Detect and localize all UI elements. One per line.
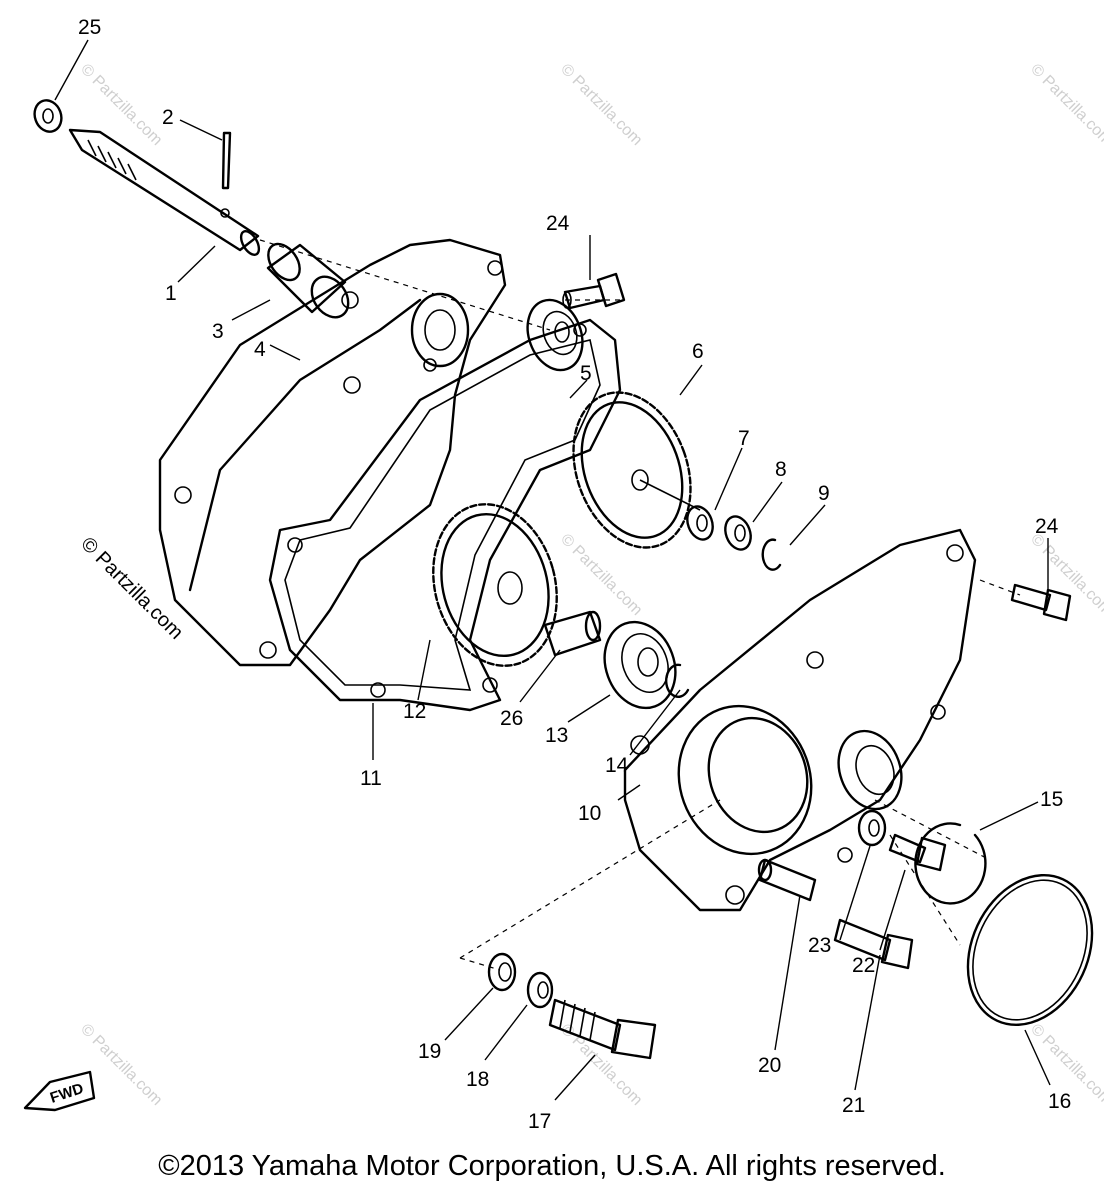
callout-19: 19	[418, 1040, 441, 1063]
copyright-notice: ©2013 Yamaha Motor Corporation, U.S.A. A…	[158, 1150, 946, 1182]
gear-6	[572, 391, 701, 549]
watermark-2: © Partzilla.com	[557, 61, 645, 149]
bolt-17	[548, 998, 657, 1060]
watermark-side: © Partzilla.com	[76, 533, 187, 644]
circlip-14	[665, 663, 690, 698]
bearing-5	[526, 298, 584, 372]
callout-2: 2	[162, 106, 174, 129]
bolt-24-right	[1010, 583, 1072, 622]
callout-20: 20	[758, 1054, 781, 1077]
washer-8	[724, 515, 752, 551]
callout-21: 21	[842, 1094, 865, 1117]
housing-4	[158, 238, 507, 667]
washer-23	[857, 809, 887, 847]
callout-12: 12	[403, 700, 426, 723]
bolt-21	[833, 918, 914, 970]
callout-23: 23	[808, 934, 831, 957]
callout-15: 15	[1040, 788, 1063, 811]
shaft-1	[68, 128, 261, 256]
alignment-lines	[259, 239, 1021, 971]
washer-25	[33, 99, 63, 133]
watermark-3: © Partzilla.com	[1027, 61, 1104, 149]
cover-10	[623, 528, 977, 912]
gear-12	[432, 503, 558, 667]
callout-10: 10	[578, 802, 601, 825]
callout-18: 18	[466, 1068, 489, 1091]
collar-3	[266, 242, 350, 319]
callout-3: 3	[212, 320, 224, 343]
o-ring-16	[966, 873, 1094, 1027]
callout-24-right: 24	[1035, 515, 1059, 538]
callout-24-upper: 24	[546, 212, 570, 235]
shaft-26	[543, 610, 602, 657]
callout-14: 14	[605, 754, 629, 777]
callout-25: 25	[78, 16, 101, 39]
watermark-6: © Partzilla.com	[77, 1021, 165, 1109]
callout-9: 9	[818, 482, 830, 505]
circlip-9	[761, 538, 782, 571]
callout-5: 5	[580, 362, 592, 385]
callout-11: 11	[360, 767, 382, 790]
leader-lines	[54, 39, 1051, 1101]
callout-numbers: 25 2 1 3 4 24 5 6 7 8 9 24 12 26 13 14 1…	[78, 16, 1071, 1133]
bolt-22	[888, 833, 947, 872]
washer-19	[487, 952, 517, 992]
circlip-15	[914, 822, 987, 905]
bolt-24-upper	[562, 272, 626, 310]
washer-18	[526, 971, 554, 1009]
callout-6: 6	[692, 340, 704, 363]
pin-2	[221, 131, 232, 190]
callout-22: 22	[852, 954, 875, 977]
callout-4: 4	[254, 338, 266, 361]
dowel-20	[757, 858, 817, 902]
bearing-13	[603, 620, 677, 710]
callout-1: 1	[165, 282, 177, 305]
callout-16: 16	[1048, 1090, 1071, 1113]
fwd-arrow-icon: FWD	[23, 1070, 96, 1112]
watermark-5: © Partzilla.com	[1027, 531, 1104, 619]
callout-17: 17	[528, 1110, 551, 1133]
callout-7: 7	[738, 427, 750, 450]
watermark-1: © Partzilla.com	[77, 61, 165, 149]
washer-7	[686, 505, 714, 541]
callout-13: 13	[545, 724, 568, 747]
callout-26: 26	[500, 707, 523, 730]
callout-8: 8	[775, 458, 787, 481]
